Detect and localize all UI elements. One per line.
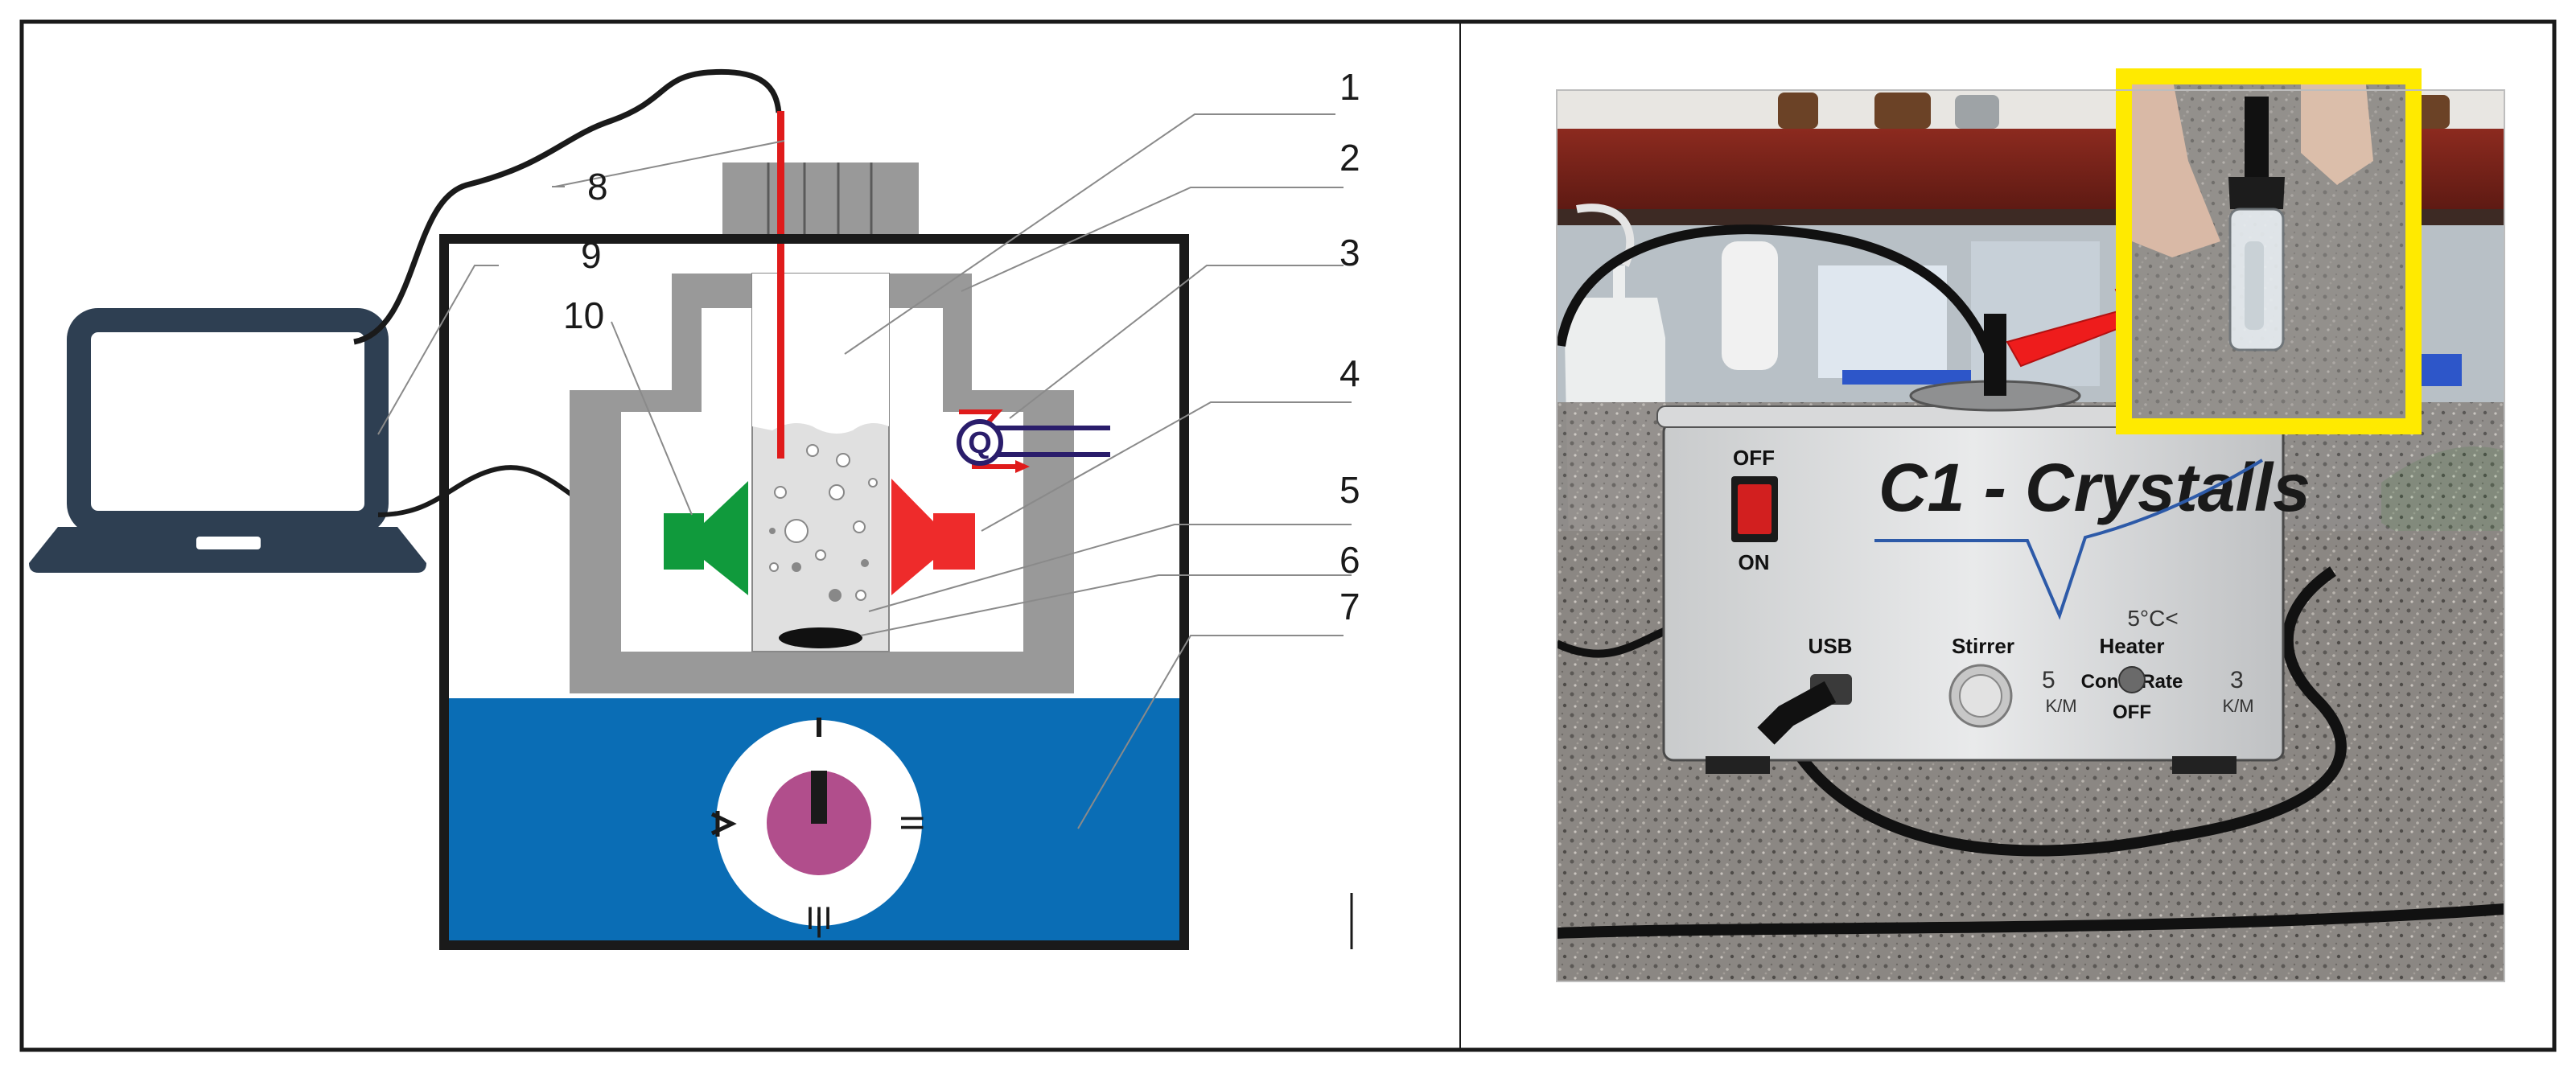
schematic-diagram: Q I II III 1: [29, 66, 1360, 950]
vial-inset: [2116, 68, 2422, 434]
on-label: ON: [1739, 550, 1770, 574]
callout-1: 1: [1339, 66, 1360, 108]
callout-7: 7: [1339, 586, 1360, 627]
leader-lines: [377, 113, 1352, 829]
crystalls-device: OFF ON C1 - Crystalls USB Stirrer Heater…: [1656, 314, 2311, 774]
crystal-particles: [769, 444, 878, 601]
stirrer-label: Stirrer: [1952, 634, 2014, 658]
callout-4: 4: [1339, 352, 1360, 394]
callout-9: 9: [581, 234, 602, 276]
handwritten-temp: 5°C<: [2127, 606, 2178, 631]
device-photo: OFF ON C1 - Crystalls USB Stirrer Heater…: [1557, 90, 2504, 981]
heater-switch: [2118, 666, 2146, 693]
photo-border: [1556, 89, 2505, 982]
callout-2: 2: [1339, 137, 1360, 179]
callout-5: 5: [1339, 469, 1360, 511]
stir-bar: [779, 627, 862, 648]
brand-swoosh: [1874, 459, 2264, 620]
light-source: [891, 479, 975, 595]
highlight-box: [2116, 68, 2422, 434]
dial-tick-1: I: [814, 908, 823, 944]
dial-tick-2: II: [894, 814, 929, 832]
q-meter-icon: Q: [957, 409, 1110, 473]
handwritten-right: 3: [2230, 667, 2244, 693]
callout-8: 8: [587, 166, 608, 208]
heater-off-label: OFF: [2113, 701, 2151, 723]
temperature-probe: [777, 111, 784, 459]
callout-10: 10: [563, 294, 604, 336]
instrument-frame: [439, 234, 1189, 950]
usb-cable-upper: [353, 68, 782, 345]
off-label: OFF: [1733, 446, 1775, 470]
callout-3: 3: [1339, 232, 1360, 274]
callout-6: 6: [1339, 539, 1360, 581]
laptop-icon: [29, 308, 426, 573]
q-meter-label: Q: [968, 426, 992, 460]
top-connector: [722, 162, 919, 235]
temperature-dial: I II III: [710, 718, 929, 944]
usb-label: USB: [1809, 634, 1853, 658]
brand-label: C1 - Crystalls: [1879, 450, 2311, 525]
detector: [664, 481, 748, 595]
handwritten-left: 5: [2042, 667, 2055, 693]
heater-label: Heater: [2100, 634, 2165, 658]
unit-right: K/M: [2222, 696, 2253, 716]
unit-left: K/M: [2045, 696, 2076, 716]
dial-tick-3: III: [805, 901, 832, 936]
